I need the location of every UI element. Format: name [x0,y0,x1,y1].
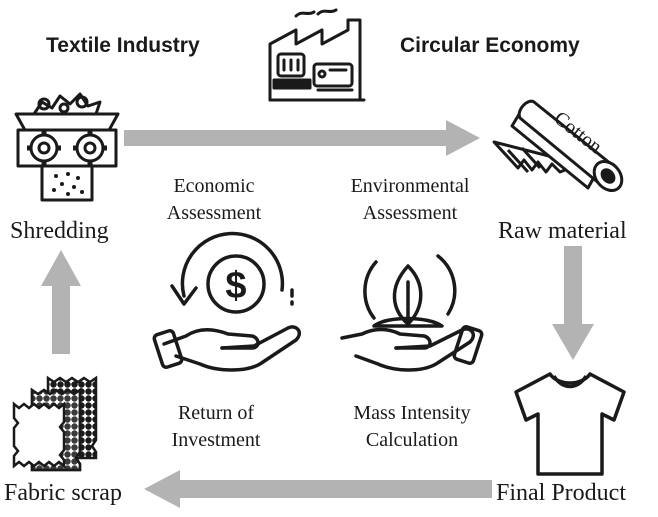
dollar-sign: $ [225,265,246,307]
arrow-final-product-to-fabric-scrap [144,470,492,508]
arrow-raw-material-to-final-product [552,246,594,360]
textile-industry-title: Textile Industry [46,34,200,57]
mass-intensity-line-1: Mass Intensity [353,402,471,424]
cotton-roll-icon: Cotton [492,99,624,192]
tshirt-icon [514,372,626,476]
economic-assessment-label: Economic Assessment [148,173,280,227]
final-product-label: Final Product [496,480,626,506]
economic-assessment-line-2: Assessment [166,202,262,224]
shredding-label: Shredding [10,218,109,244]
economic-assessment-line-1: Economic [173,175,255,197]
raw-material-label: Raw material [498,218,627,244]
fabric-scrap-icon [12,375,98,472]
arrow-shredding-to-raw-material [124,120,480,156]
mass-intensity-label: Mass Intensity Calculation [334,400,490,454]
money-hand-icon: $ [152,231,301,372]
mass-intensity-line-2: Calculation [365,429,459,451]
return-of-investment-label: Return of Investment [150,400,282,454]
environmental-assessment-line-1: Environmental [350,175,470,197]
environmental-assessment-label: Environmental Assessment [330,173,490,227]
environmental-assessment-line-2: Assessment [362,202,458,224]
return-of-investment-line-2: Investment [171,429,261,451]
arrow-fabric-scrap-to-shredding [41,250,81,354]
factory-icon [268,8,366,102]
circular-economy-title: Circular Economy [400,34,580,57]
plant-hand-icon [340,254,484,372]
return-of-investment-line-1: Return of [177,402,255,424]
shredder-icon [14,92,120,202]
fabric-scrap-label: Fabric scrap [4,480,122,506]
